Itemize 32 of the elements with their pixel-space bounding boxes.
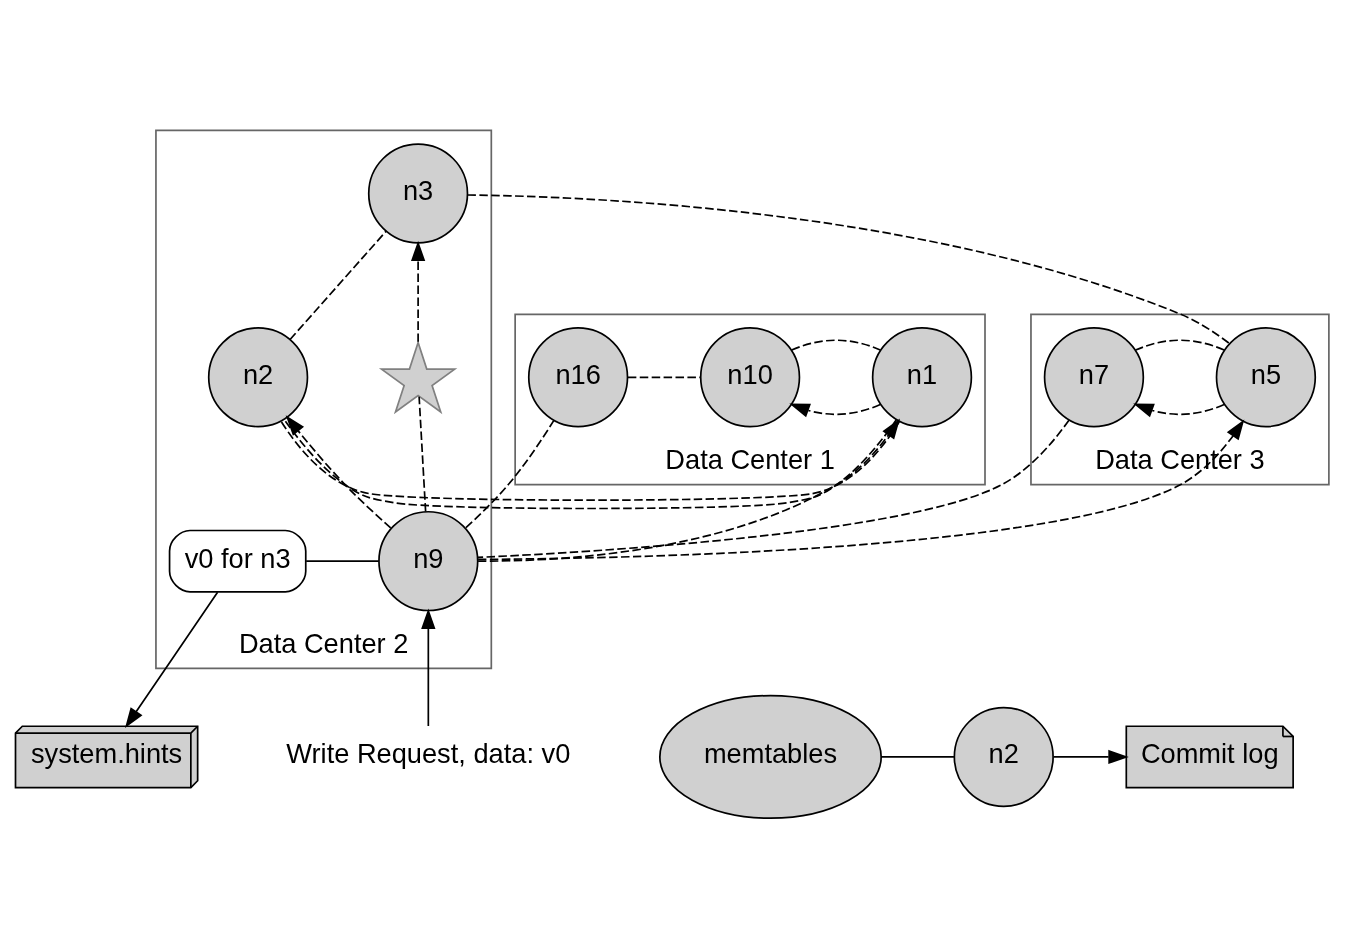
arrow [125, 591, 219, 729]
connector [880, 756, 955, 758]
node-circle: n3 [367, 143, 469, 244]
arrow [285, 415, 392, 529]
arrow [789, 403, 882, 418]
node-circle: n7 [1043, 327, 1145, 428]
arrow [421, 608, 436, 727]
node-text: Write Request, data: v0 [286, 738, 571, 770]
connector [466, 194, 1231, 345]
node-circle: n1 [871, 327, 973, 428]
node-box: v0 for n3 [168, 529, 307, 593]
arrow [410, 240, 426, 343]
connector [305, 560, 380, 562]
arrow [1052, 749, 1129, 765]
connector [627, 376, 702, 379]
node-circle: n2 [207, 327, 309, 428]
connector [289, 230, 388, 341]
node-circle: n16 [527, 327, 629, 428]
connector [465, 419, 555, 529]
connector [1134, 339, 1225, 351]
connector [790, 339, 882, 351]
arrow [1133, 403, 1225, 418]
node-circle: n2 [953, 706, 1054, 808]
connector [280, 418, 901, 510]
node-circle: n5 [1215, 327, 1317, 428]
arrow [477, 419, 1245, 561]
node-circle: n9 [378, 510, 479, 612]
node-burst [378, 339, 458, 415]
node-circle: n10 [699, 327, 801, 428]
arrow [477, 418, 900, 562]
connector [476, 419, 1070, 559]
node-ellipse: memtables [659, 694, 882, 820]
